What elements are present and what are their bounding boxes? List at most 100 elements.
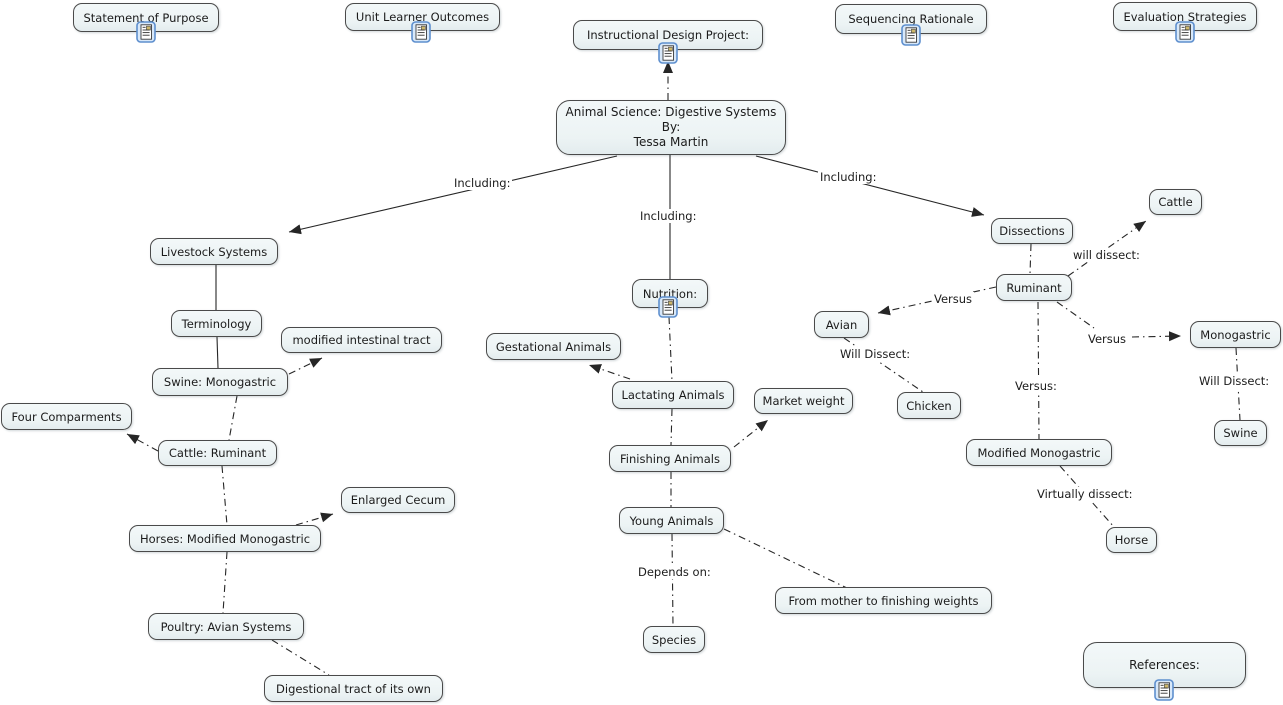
edge-lactating-finishing (670, 408, 673, 446)
resource-icon[interactable] (901, 24, 921, 46)
edge-label-will-dissect-chicken: Will Dissect: (838, 347, 913, 361)
node-label: Digestional tract of its own (276, 681, 431, 696)
edge-ruminant-modifiedmono (1037, 301, 1040, 440)
edge-versus-monogastric (1131, 331, 1182, 342)
edge-label-will-dissect-swine: Will Dissect: (1197, 374, 1272, 388)
node-livestock-systems[interactable]: Livestock Systems (150, 238, 278, 265)
edge-label-will-dissect-cattle: will dissect: (1071, 248, 1142, 262)
node-from-mother-to-finishing-weights[interactable]: From mother to finishing weights (775, 587, 992, 614)
node-label: Unit Learner Outcomes (355, 10, 490, 24)
node-label: Swine: Monogastric (163, 375, 277, 389)
node-ruminant[interactable]: Ruminant (996, 274, 1072, 301)
node-label: Species (651, 632, 697, 647)
edge-horses-poultry (222, 551, 228, 614)
node-horse[interactable]: Horse (1106, 527, 1157, 553)
node-label: Statement of Purpose (83, 10, 209, 25)
edge-swine-modifiedtract (288, 357, 323, 375)
node-finishing-animals[interactable]: Finishing Animals (609, 445, 731, 472)
resource-icon[interactable] (1175, 21, 1195, 43)
node-monogastric[interactable]: Monogastric (1190, 321, 1281, 348)
resource-icon[interactable] (1154, 679, 1174, 701)
edge-poultry-digestional (271, 639, 330, 676)
edge-young-species (671, 533, 674, 627)
edge-finishing-marketweight (733, 419, 769, 448)
edge-main-livestock (288, 155, 618, 235)
edge-horses-enlargedcecum (295, 512, 334, 526)
node-label: From mother to finishing weights (788, 593, 979, 608)
node-young-animals[interactable]: Young Animals (619, 507, 724, 534)
node-label: References: (1129, 658, 1200, 672)
edge-label-including-left: Including: (452, 176, 513, 190)
node-label: Young Animals (629, 513, 714, 528)
node-cattle[interactable]: Cattle (1149, 189, 1202, 215)
node-poultry-avian-systems[interactable]: Poultry: Avian Systems (148, 613, 304, 640)
node-label: Evaluation Strategies (1123, 9, 1247, 24)
edge-young-frommother (723, 528, 848, 589)
resource-icon[interactable] (658, 296, 678, 318)
edge-label-versus-avian: Versus (932, 292, 975, 306)
node-enlarged-cecum[interactable]: Enlarged Cecum (341, 487, 455, 513)
node-label: Monogastric (1200, 327, 1271, 342)
node-label: Poultry: Avian Systems (160, 619, 292, 634)
node-label: Terminology (181, 316, 252, 331)
resource-icon[interactable] (411, 21, 431, 43)
main-title-line1: Animal Science: Digestive Systems (565, 105, 777, 119)
node-market-weight[interactable]: Market weight (754, 388, 853, 414)
resource-icon[interactable] (658, 42, 678, 64)
node-modified-monogastric[interactable]: Modified Monogastric (966, 439, 1112, 466)
main-title-line3: Tessa Martin (633, 135, 709, 149)
edge-label-versus-modified: Versus: (1013, 379, 1059, 393)
node-label: Market weight (762, 394, 845, 408)
node-lactating-animals[interactable]: Lactating Animals (612, 381, 734, 409)
edge-cattle-horses (221, 465, 228, 526)
main-title-text: Animal Science: Digestive Systems By: Te… (566, 105, 777, 150)
node-label: Horses: Modified Monogastric (139, 531, 311, 546)
node-swine-monogastric[interactable]: Swine: Monogastric (152, 368, 288, 396)
node-label: modified intestinal tract (292, 333, 431, 347)
node-statement-of-purpose[interactable]: Statement of Purpose (73, 3, 219, 32)
edge-label-virtually-dissect: Virtually dissect: (1035, 487, 1135, 501)
edge-lactating-gestational (588, 364, 631, 380)
edge-label-versus-monogastric: Versus (1086, 332, 1129, 346)
node-label: Enlarged Cecum (350, 493, 446, 507)
node-label: Avian (825, 317, 858, 332)
node-avian[interactable]: Avian (814, 311, 869, 338)
edge-ruminant-avian (877, 286, 997, 316)
node-evaluation-strategies[interactable]: Evaluation Strategies (1113, 2, 1257, 31)
node-four-comparments[interactable]: Four Comparments (1, 403, 132, 430)
node-label: Modified Monogastric (977, 445, 1101, 460)
edge-dissections-ruminant (1029, 243, 1032, 275)
edge-cattle-fourcomparments (126, 433, 159, 452)
node-label: Dissections (999, 224, 1065, 238)
edge-modifiedmono-horse (1059, 465, 1115, 528)
node-chicken[interactable]: Chicken (897, 392, 961, 419)
edge-swine-cattle (228, 395, 238, 441)
edge-label-including-right: Including: (818, 170, 879, 184)
edge-terminology-swine (216, 336, 219, 369)
node-dissections[interactable]: Dissections (991, 218, 1073, 244)
node-label: Four Comparments (11, 409, 122, 424)
node-label: Livestock Systems (160, 244, 268, 259)
node-horses-modified-monogastric[interactable]: Horses: Modified Monogastric (129, 525, 321, 552)
edge-label-depends-on: Depends on: (636, 565, 713, 579)
node-swine[interactable]: Swine (1214, 420, 1267, 446)
node-label: Gestational Animals (495, 339, 612, 354)
node-cattle-ruminant[interactable]: Cattle: Ruminant (158, 440, 277, 466)
edge-ruminant-versus-seg (1056, 301, 1095, 329)
node-modified-intestinal-tract[interactable]: modified intestinal tract (281, 327, 442, 353)
node-label: Sequencing Rationale (848, 12, 974, 26)
edge-nutrition-lactating (668, 316, 673, 382)
edge-label-including-center: Including: (638, 209, 699, 223)
node-label: Horse (1114, 533, 1149, 547)
node-terminology[interactable]: Terminology (171, 310, 262, 337)
node-gestational-animals[interactable]: Gestational Animals (486, 333, 621, 360)
resource-icon[interactable] (136, 21, 156, 43)
node-main-title[interactable]: Animal Science: Digestive Systems By: Te… (556, 100, 786, 155)
node-label: Nutrition: (642, 286, 698, 301)
edge-main-dissections (755, 155, 985, 217)
node-label: Chicken (906, 398, 952, 413)
node-digestional-tract[interactable]: Digestional tract of its own (264, 675, 443, 702)
node-species[interactable]: Species (643, 626, 705, 653)
